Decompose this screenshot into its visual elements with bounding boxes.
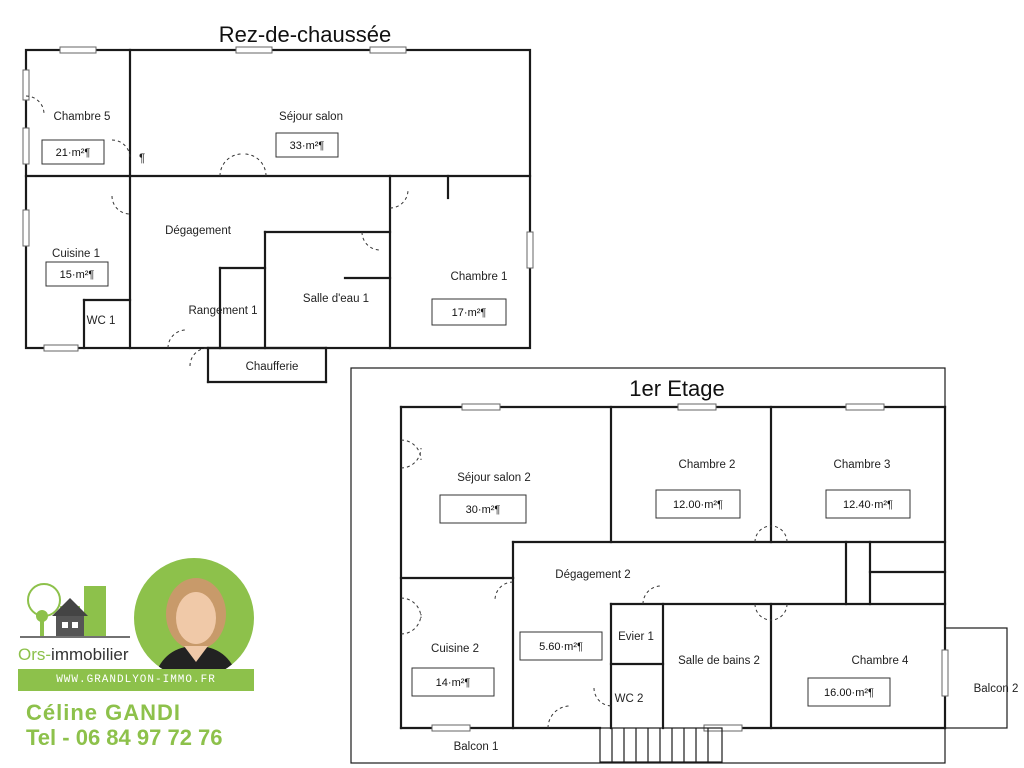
room-label-chambre-2: Chambre 2	[679, 459, 736, 471]
house-buildings-icon	[20, 583, 130, 638]
ground-floor-doors	[25, 95, 409, 367]
area-box-chambre-1	[431, 298, 507, 326]
ground-floor-windows	[22, 46, 534, 352]
room-label-sejour-2: Séjour salon 2	[457, 472, 531, 484]
agent-phone[interactable]: Tel - 06 84 97 72 76	[26, 725, 223, 750]
pilcrow-mark: ¶	[139, 153, 145, 165]
portrait-icon	[154, 578, 238, 678]
area-box-chambre-4	[807, 677, 891, 707]
room-label-evier-1: Evier 1	[618, 631, 654, 643]
room-label-cuisine-2: Cuisine 2	[431, 643, 479, 655]
room-label-cuisine-1: Cuisine 1	[52, 248, 100, 260]
room-label-salle-eau-1: Salle d'eau 1	[303, 293, 369, 305]
room-label-rangement-1: Rangement 1	[188, 305, 257, 317]
area-sejour-2: 30·m²¶	[466, 504, 501, 516]
agency-name: Ors-immobilier	[18, 645, 129, 665]
room-label-chambre-1: Chambre 1	[451, 271, 508, 283]
room-label-degagement-2: Dégagement 2	[555, 569, 630, 581]
ground-floor-walls	[24, 48, 532, 384]
agency-suffix: immobilier	[51, 645, 129, 664]
room-label-wc-2: WC 2	[615, 693, 644, 705]
agent-name: Céline GANDI	[26, 700, 182, 725]
room-label-chambre-5: Chambre 5	[54, 111, 111, 123]
stairs	[599, 727, 723, 763]
room-label-chambre-3: Chambre 3	[834, 459, 891, 471]
area-box-chambre-5	[41, 139, 105, 165]
room-label-chambre-4: Chambre 4	[852, 655, 909, 667]
area-box-cuisine-2	[411, 667, 495, 697]
room-label-salle-de-bains-2: Salle de bains 2	[678, 655, 760, 667]
area-box-chambre-3	[825, 489, 911, 519]
agency-prefix: Ors-	[18, 645, 52, 664]
room-label-sejour: Séjour salon	[279, 111, 343, 123]
area-box-chambre-2	[655, 489, 741, 519]
area-chambre-2: 12.00·m²¶	[673, 499, 723, 511]
area-box-degagement-2	[519, 631, 603, 661]
area-cuisine-2: 14·m²¶	[436, 677, 471, 689]
area-box-sejour	[275, 132, 339, 158]
agency-url[interactable]: WWW.GRANDLYON-IMMO.FR	[18, 669, 254, 691]
area-box-sejour-2	[439, 494, 527, 524]
room-label-balcon-2: Balcon 2	[974, 683, 1019, 695]
area-chambre-4: 16.00·m²¶	[824, 687, 874, 699]
room-label-balcon-1: Balcon 1	[454, 741, 499, 753]
area-chambre-3: 12.40·m²¶	[843, 499, 893, 511]
area-box-cuisine-1	[45, 261, 109, 287]
area-sejour: 33·m²¶	[290, 140, 325, 152]
first-floor-doors	[400, 439, 788, 729]
room-label-wc-1: WC 1	[87, 315, 116, 327]
first-floor-windows	[431, 403, 949, 732]
first-floor-walls	[399, 405, 1008, 730]
area-chambre-1: 17·m²¶	[452, 307, 487, 319]
ground-floor-title: Rez-de-chaussée	[219, 22, 391, 47]
first-floor-title: 1er Etage	[629, 376, 724, 401]
room-label-chaufferie: Chaufferie	[246, 361, 299, 373]
area-cuisine-1: 15·m²¶	[60, 269, 95, 281]
area-chambre-5: 21·m²¶	[56, 147, 91, 159]
area-degagement-2: 5.60·m²¶	[539, 641, 583, 653]
agent-portrait	[134, 558, 254, 678]
room-label-degagement: Dégagement	[165, 225, 232, 237]
